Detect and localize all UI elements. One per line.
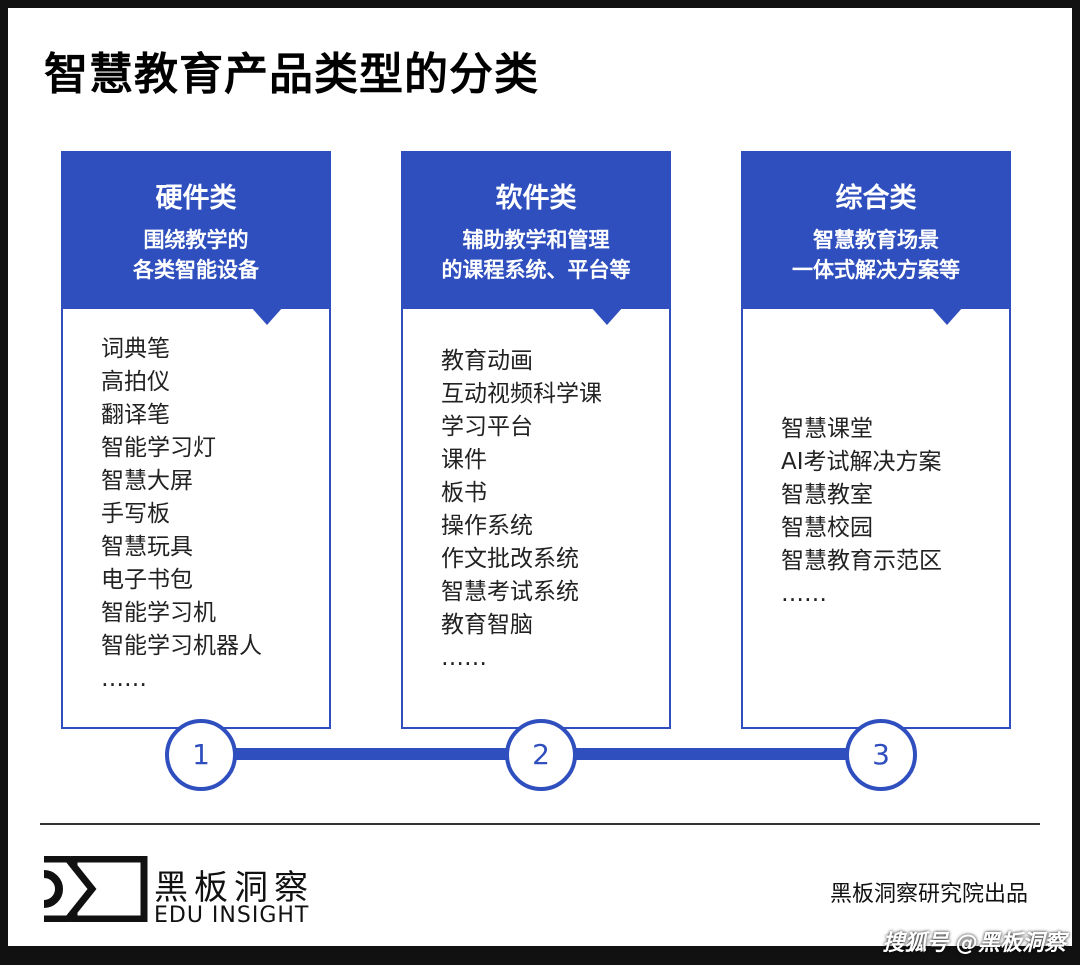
list-item: 智能学习灯 xyxy=(101,435,216,461)
page-title: 智慧教育产品类型的分类 xyxy=(44,49,539,100)
category-desc-line1: 智慧教育场景 xyxy=(813,228,939,252)
list-item: …… xyxy=(441,645,487,671)
list-item: 教育动画 xyxy=(441,348,533,374)
pointer-notch xyxy=(251,307,283,325)
divider xyxy=(40,823,1040,825)
list-item: 板书 xyxy=(441,480,487,506)
list-item: 操作系统 xyxy=(441,513,533,539)
category-desc-line2: 的课程系统、平台等 xyxy=(441,258,631,282)
category-title: 软件类 xyxy=(495,183,577,214)
category-title: 硬件类 xyxy=(155,183,237,214)
brand-name-cn: 黑板洞察 xyxy=(154,868,314,908)
category-desc-line2: 一体式解决方案等 xyxy=(792,258,960,282)
category-card: 综合类 智慧教育场景 一体式解决方案等 智慧课堂 AI考试解决方案智慧教室智慧校园… xyxy=(741,151,1011,729)
item-list: 词典笔高拍仪翻译笔智能学习灯智慧大屏手写板智慧玩具电子书包智能学习机智能学习机器… xyxy=(101,333,262,696)
list-item: 手写板 xyxy=(101,501,170,527)
category-title: 综合类 xyxy=(835,183,917,214)
list-item: 词典笔 xyxy=(101,336,170,362)
list-item: 高拍仪 xyxy=(101,369,170,395)
category-card: 硬件类 围绕教学的 各类智能设备 词典笔高拍仪翻译笔智能学习灯智慧大屏手写板智慧… xyxy=(61,151,331,729)
list-item: 教育智脑 xyxy=(441,612,533,638)
list-item: 翻译笔 xyxy=(101,402,170,428)
category-desc-line1: 围绕教学的 xyxy=(143,228,249,252)
step-number: 2 xyxy=(505,719,577,791)
list-item: AI考试解决方案 xyxy=(781,449,942,475)
category-desc-line2: 各类智能设备 xyxy=(133,258,259,282)
list-item: 智慧课堂 xyxy=(781,416,873,442)
list-item: 作文批改系统 xyxy=(441,546,579,572)
item-list: 教育动画互动视频科学课学习平台课件板书操作系统作文批改系统智慧考试系统教育智脑 …… xyxy=(441,345,602,675)
category-header: 软件类 辅助教学和管理 的课程系统、平台等 xyxy=(401,151,671,309)
list-item: 智慧教室 xyxy=(781,482,873,508)
list-item: 学习平台 xyxy=(441,414,533,440)
pointer-notch xyxy=(931,307,963,325)
list-item: 智慧教育示范区 xyxy=(781,548,942,574)
list-item: 智能学习机器人 xyxy=(101,633,262,659)
pointer-notch xyxy=(591,307,623,325)
watermark: 搜狐号 @黑板洞察 xyxy=(882,931,1066,956)
item-list: 智慧课堂 AI考试解决方案智慧教室智慧校园智慧教育示范区 …… xyxy=(781,413,942,611)
list-item: 智能学习机 xyxy=(101,600,216,626)
list-item: …… xyxy=(101,666,147,692)
list-item: 智慧大屏 xyxy=(101,468,193,494)
list-item: 智慧玩具 xyxy=(101,534,193,560)
category-header: 综合类 智慧教育场景 一体式解决方案等 xyxy=(741,151,1011,309)
list-item: 智慧考试系统 xyxy=(441,579,579,605)
list-item: 互动视频科学课 xyxy=(441,381,602,407)
category-header: 硬件类 围绕教学的 各类智能设备 xyxy=(61,151,331,309)
step-number: 3 xyxy=(845,719,917,791)
infographic: 智慧教育产品类型的分类 硬件类 围绕教学的 各类智能设备 词典笔高拍仪翻译笔智能… xyxy=(8,8,1072,946)
edu-insight-logo-icon xyxy=(44,856,148,922)
category-desc-line1: 辅助教学和管理 xyxy=(462,228,610,252)
list-item: 智慧校园 xyxy=(781,515,873,541)
list-item: 课件 xyxy=(441,447,487,473)
step-number: 1 xyxy=(165,719,237,791)
credit-text: 黑板洞察研究院出品 xyxy=(829,882,1028,907)
category-card: 软件类 辅助教学和管理 的课程系统、平台等 教育动画互动视频科学课学习平台课件板… xyxy=(401,151,671,729)
brand-name-en: EDU INSIGHT xyxy=(154,903,310,928)
list-item: …… xyxy=(781,581,827,607)
list-item: 电子书包 xyxy=(101,567,193,593)
